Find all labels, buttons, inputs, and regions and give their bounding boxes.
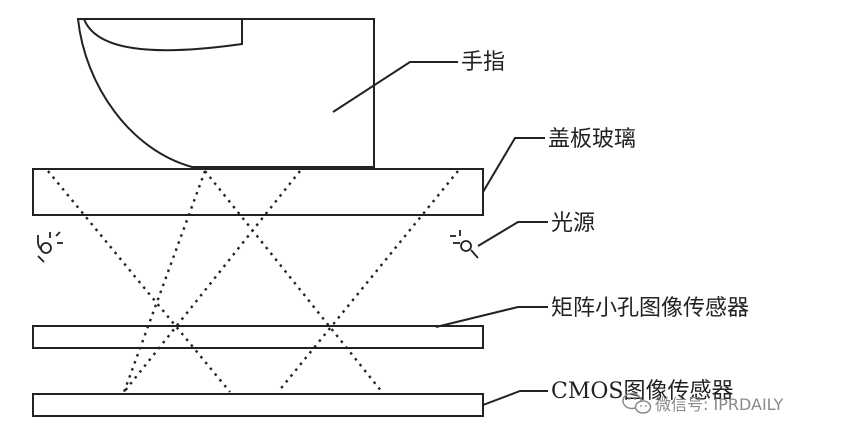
cover-glass bbox=[32, 168, 484, 216]
fingernail bbox=[83, 18, 243, 52]
right-light-source-icon bbox=[450, 230, 479, 259]
pinhole-matrix-sensor bbox=[32, 325, 484, 349]
finger-outline bbox=[76, 18, 375, 168]
light-paths bbox=[47, 170, 459, 393]
light-path bbox=[47, 170, 231, 393]
light-source-label: 光源 bbox=[551, 211, 595, 236]
cover-glass-leader bbox=[482, 137, 545, 193]
light-path bbox=[277, 170, 459, 393]
finger-label: 手指 bbox=[461, 50, 505, 75]
cover-glass-label: 盖板玻璃 bbox=[548, 127, 636, 152]
pinhole-sensor-leader bbox=[435, 306, 548, 328]
cmos-sensor-leader bbox=[482, 390, 548, 406]
light-path bbox=[122, 170, 207, 393]
wechat-icon bbox=[622, 392, 652, 414]
cmos-sensor bbox=[32, 393, 484, 417]
leader-lines bbox=[332, 61, 548, 406]
watermark-text: 微信号: IPRDAILY bbox=[655, 395, 783, 414]
light-path bbox=[123, 170, 301, 393]
cmos-sensor-label: CMOS图像传感器 bbox=[551, 379, 733, 404]
watermark: 微信号: IPRDAILY bbox=[622, 392, 783, 414]
finger-leader bbox=[332, 61, 458, 113]
finger bbox=[76, 18, 375, 168]
left-light-source-icon bbox=[37, 231, 63, 263]
pinhole-matrix-sensor-label: 矩阵小孔图像传感器 bbox=[551, 296, 749, 321]
light-path bbox=[204, 170, 383, 393]
light-source-leader bbox=[477, 221, 548, 247]
